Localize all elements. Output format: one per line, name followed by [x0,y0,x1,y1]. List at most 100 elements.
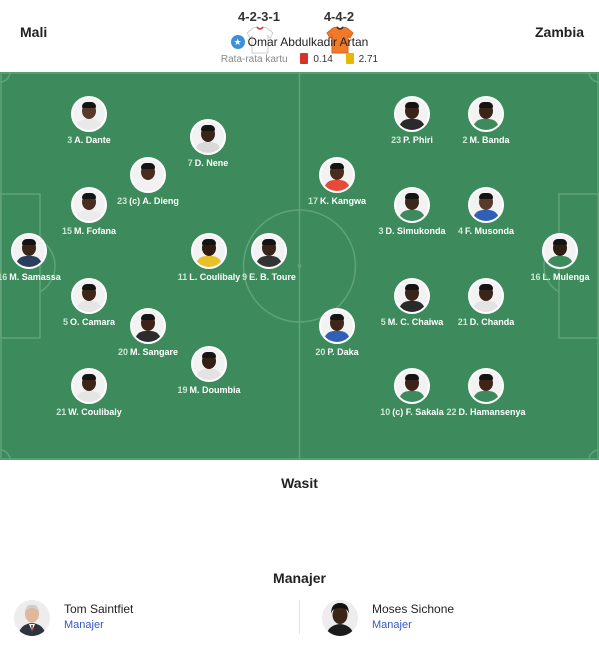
shirt [76,210,102,221]
home-kit-icon [246,26,274,54]
player-name: M. Samassa [9,272,61,282]
shirt [135,180,161,191]
player-number: 16 [0,272,8,282]
player-name: O. Camara [69,317,116,327]
shirt [196,256,222,267]
away-manager-name: Moses Sichone [372,602,455,616]
player-avatar [191,233,227,269]
player-home-3[interactable]: 23(c) A. Dieng [108,157,188,207]
player-name: D. Hamansenya [458,407,526,417]
player-avatar [71,278,107,314]
away-team-name[interactable]: Zambia [534,24,584,40]
shirt [473,391,499,402]
hair [405,102,419,108]
player-number: 2 [462,135,468,145]
player-number: 10 [380,407,391,417]
player-avatar [394,278,430,314]
shirt [195,142,221,153]
player-away-10[interactable]: 10(c) F. Sakala [372,368,452,418]
hair [82,374,96,380]
player-number: 5 [380,317,386,327]
hair [82,102,96,108]
shirt [473,210,499,221]
hair [141,314,155,320]
away-manager-role: Manajer [372,619,412,631]
player-number: 23 [117,196,128,206]
avg-cards-label: Rata-rata kartu [220,54,288,65]
away-formation: 4-4-2 [323,9,355,24]
shirt [135,331,161,342]
referee-section: Wasit [0,475,599,491]
player-name: (c) A. Dieng [129,196,179,206]
home-team-name[interactable]: Mali [20,24,48,40]
player-number: 20 [315,347,326,357]
player-name: M. Sangare [130,347,179,357]
player-avatar [71,187,107,223]
player-name: E. B. Toure [249,272,296,282]
player-name: M. C. Chaiwa [387,317,444,327]
managers-title: Manajer [273,570,326,586]
shirt [324,331,350,342]
player-avatar [251,233,287,269]
player-number: 15 [61,226,72,236]
referee-row[interactable]: ★Omar Abdulkadir Artan [0,35,599,49]
player-number: 22 [446,407,457,417]
hair [479,193,493,199]
player-number: 3 [378,226,384,236]
hair [82,284,96,290]
yellow-card-average: 2.71 [358,54,379,65]
player-number: 4 [457,226,463,236]
player-avatar [468,368,504,404]
hair [202,239,216,245]
shirt [473,119,499,130]
player-avatar [394,187,430,223]
player-number: 9 [242,272,248,282]
player-name: M. Fofana [74,226,116,236]
player-number: 21 [56,407,67,417]
shirt [399,391,425,402]
shirt [324,180,350,191]
pitch-markings [0,72,599,460]
hair [202,352,216,358]
shirt [473,301,499,312]
player-number: 21 [457,317,468,327]
player-avatar [11,233,47,269]
shirt [547,256,573,267]
player-name: K. Kangwa [320,196,367,206]
home-manager-avatar [14,600,50,636]
referee-name[interactable]: Omar Abdulkadir Artan [247,35,369,49]
hair [405,284,419,290]
player-avatar [319,157,355,193]
red-card-average: 0.14 [313,54,333,65]
shirt [76,119,102,130]
away-manager-avatar [322,600,358,636]
player-name: L. Coulibaly [189,272,241,282]
hair [553,239,567,245]
hair [262,239,276,245]
player-avatar [468,96,504,132]
player-home-5[interactable]: 16M. Samassa [0,233,69,283]
hair [201,125,215,131]
player-avatar [190,119,226,155]
player-number: 23 [391,135,402,145]
player-name: D. Chanda [469,317,515,327]
